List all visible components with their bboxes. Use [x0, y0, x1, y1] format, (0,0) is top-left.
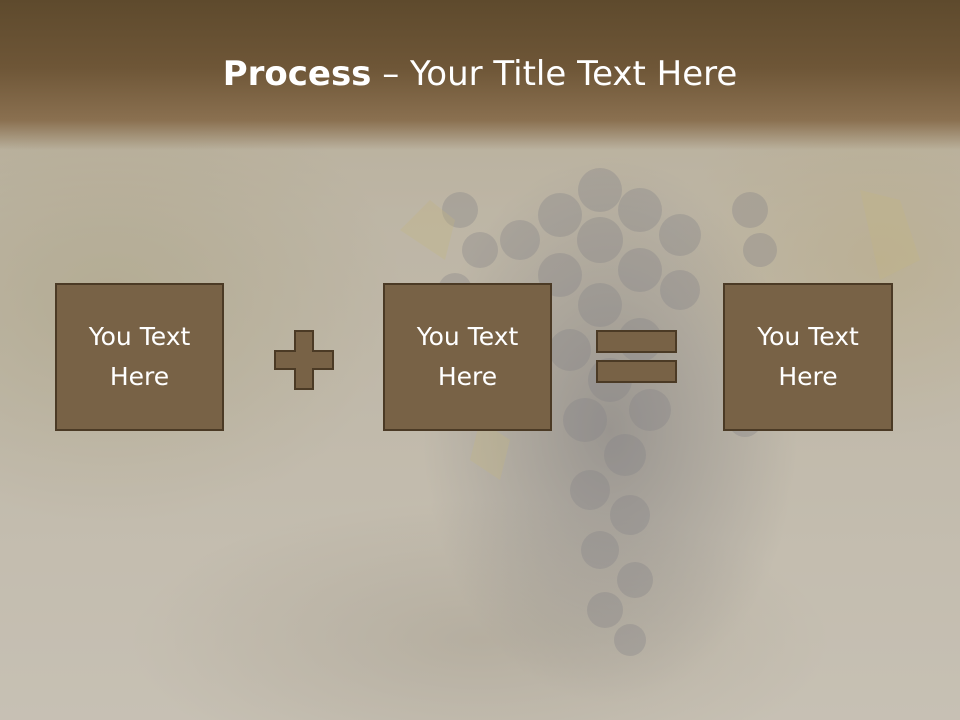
process-box-3[interactable]: You Text Here [723, 283, 893, 431]
title-band [0, 0, 960, 150]
slide-title: Process – Your Title Text Here [0, 50, 960, 98]
process-box-2[interactable]: You Text Here [383, 283, 552, 431]
title-rest: – Your Title Text Here [371, 54, 738, 94]
process-box-1[interactable]: You Text Here [55, 283, 224, 431]
title-bold: Process [222, 54, 372, 94]
equals-icon [596, 330, 677, 383]
process-box-2-text: You Text Here [416, 322, 519, 391]
process-box-3-text: You Text Here [757, 322, 859, 391]
process-box-1-text: You Text Here [88, 322, 191, 391]
plus-icon [274, 330, 334, 390]
